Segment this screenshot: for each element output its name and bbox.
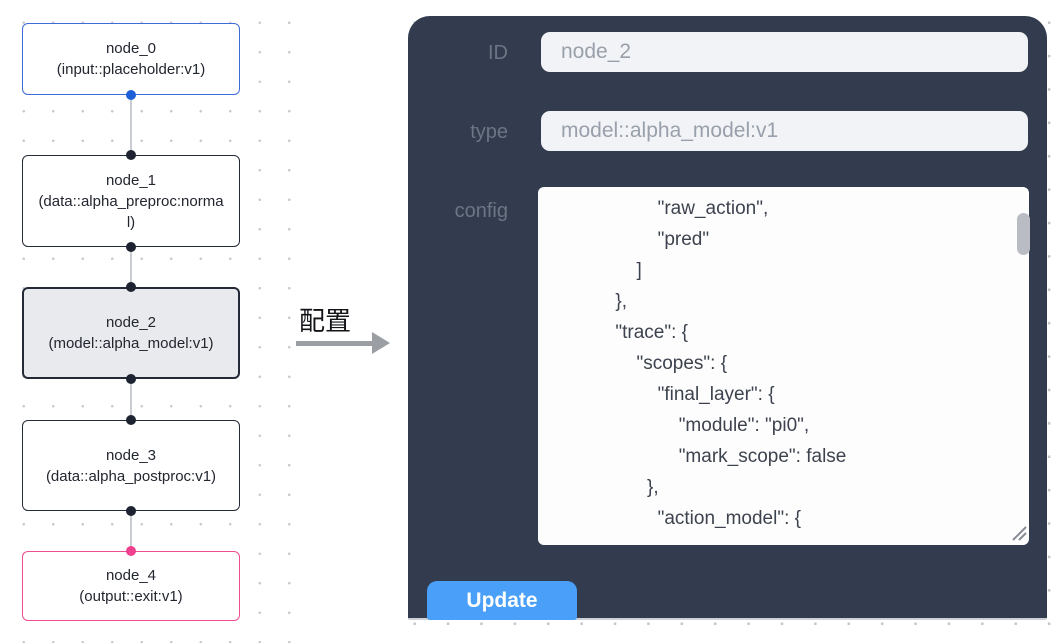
node-subtitle: (data::alpha_preproc:normal): [38, 192, 224, 231]
arrow-right-icon: [372, 332, 390, 354]
configure-label: 配置: [299, 306, 352, 336]
graph-node-0[interactable]: node_0 (input::placeholder:v1): [22, 23, 240, 95]
node-subtitle: (data::alpha_postproc:v1): [45, 467, 217, 485]
node-title: node_3: [105, 446, 157, 464]
node-subtitle: (output::exit:v1): [79, 588, 183, 605]
update-button[interactable]: Update: [427, 581, 577, 620]
node-title: node_4: [105, 567, 157, 584]
port-dot-node0-out[interactable]: [126, 90, 136, 100]
edge-node3-node4: [130, 511, 132, 551]
config-region: ID type config "raw_action", "pred" ] },…: [397, 0, 1062, 643]
node-subtitle: (model::alpha_model:v1): [48, 335, 214, 352]
type-field-label: type: [470, 121, 508, 143]
config-textarea[interactable]: "raw_action", "pred" ] }, "trace": { "sc…: [538, 187, 1029, 545]
node-title: node_2: [105, 314, 157, 331]
graph-canvas[interactable]: node_0 (input::placeholder:v1) node_1 (d…: [0, 0, 296, 643]
config-field-label: config: [454, 200, 508, 222]
id-field-label: ID: [488, 42, 508, 64]
graph-node-2-selected[interactable]: node_2 (model::alpha_model:v1): [22, 287, 240, 379]
graph-node-3[interactable]: node_3 (data::alpha_postproc:v1): [22, 420, 240, 511]
scrollbar-thumb[interactable]: [1017, 213, 1030, 255]
resize-handle-icon[interactable]: [1009, 523, 1027, 541]
type-input[interactable]: [541, 111, 1028, 151]
node-config-panel: ID type config "raw_action", "pred" ] },…: [408, 16, 1047, 620]
edge-node2-node3: [130, 379, 132, 420]
port-dot-node4-in[interactable]: [126, 546, 136, 556]
port-dot-node1-in[interactable]: [126, 150, 136, 160]
node-subtitle: (input::placeholder:v1): [56, 61, 206, 78]
edge-node1-node2: [130, 247, 132, 287]
edge-node0-node1: [130, 95, 132, 155]
port-dot-node1-out[interactable]: [126, 242, 136, 252]
port-dot-node2-in[interactable]: [126, 282, 136, 292]
graph-node-1[interactable]: node_1 (data::alpha_preproc:normal): [22, 155, 240, 247]
node-title: node_0: [105, 40, 157, 57]
graph-node-4[interactable]: node_4 (output::exit:v1): [22, 551, 240, 621]
port-dot-node3-out[interactable]: [126, 506, 136, 516]
id-input[interactable]: [541, 32, 1028, 72]
port-dot-node3-in[interactable]: [126, 415, 136, 425]
node-title: node_1: [105, 171, 157, 189]
arrow-right-icon: [296, 341, 374, 346]
port-dot-node2-out[interactable]: [126, 374, 136, 384]
